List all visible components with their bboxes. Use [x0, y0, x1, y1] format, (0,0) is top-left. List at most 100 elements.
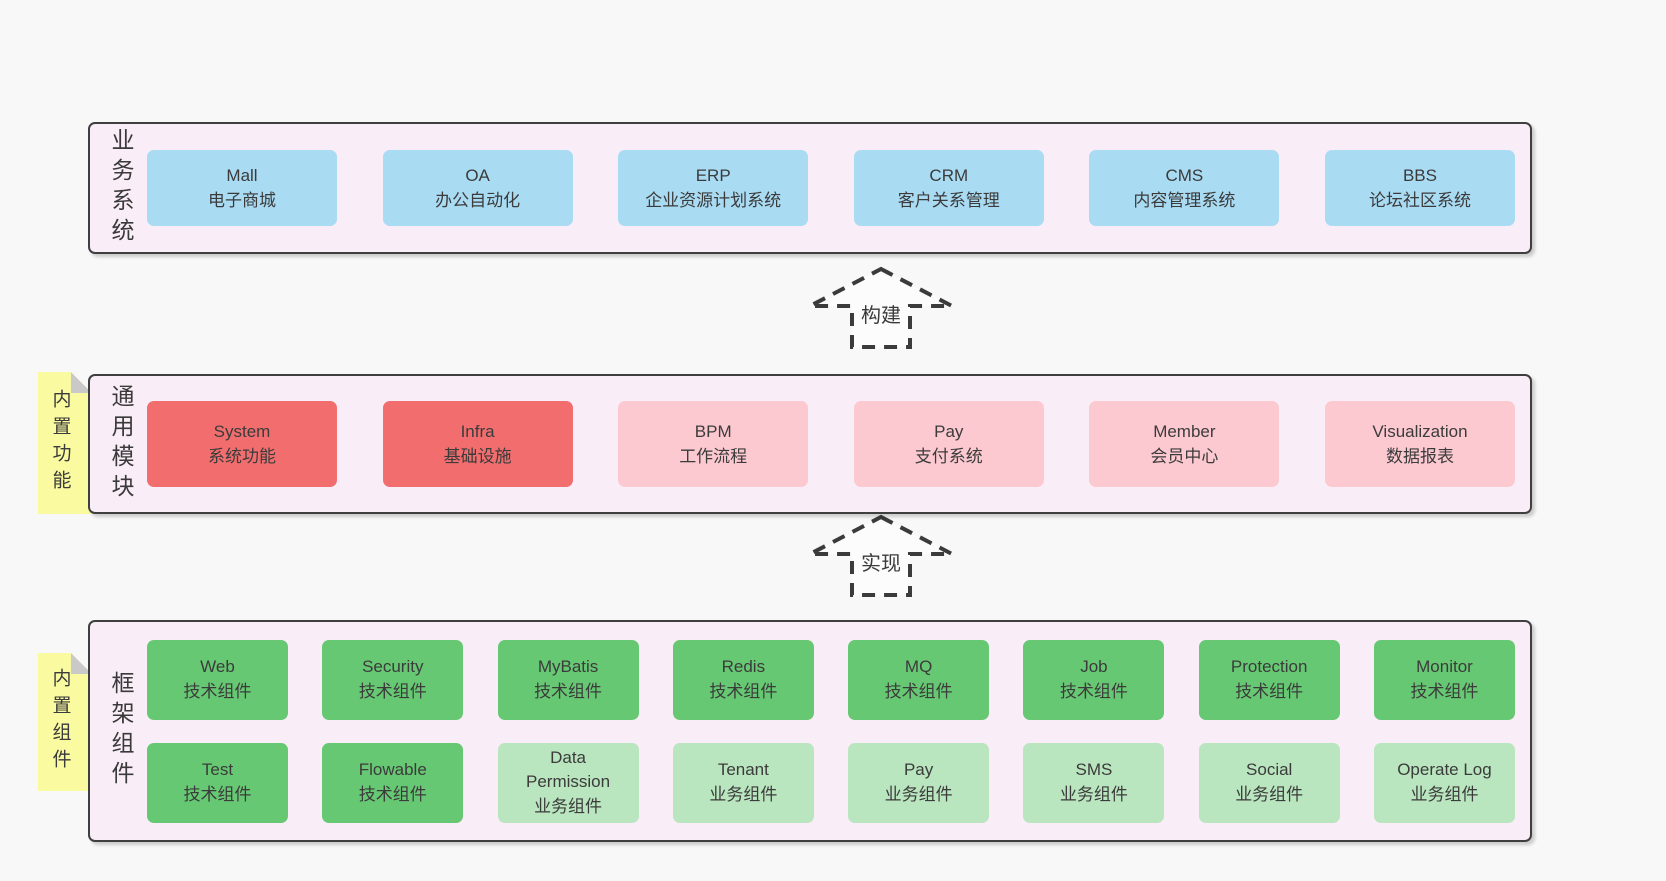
- box-desc: 工作流程: [679, 447, 748, 466]
- box-operate-log: Operate Log 业务组件: [1373, 742, 1515, 823]
- box-name: Flowable: [358, 760, 427, 780]
- box-desc: 业务组件: [534, 796, 603, 816]
- box-bpm: BPM 工作流程: [618, 401, 809, 487]
- box-member: Member 会员中心: [1089, 401, 1280, 487]
- box-desc: 技术组件: [183, 681, 252, 701]
- box-cms: CMS 内容管理系统: [1089, 150, 1280, 226]
- box-desc: 基础设施: [443, 447, 512, 466]
- box-sms: SMS 业务组件: [1023, 742, 1165, 823]
- sticky-note-built-in-components: 内置组件: [38, 653, 92, 791]
- module-row: System 系统功能 Infra 基础设施 BPM 工作流程 Pay 支付系统 Member 会…: [147, 401, 1515, 487]
- box-desc: 技术组件: [534, 681, 603, 701]
- box-name: Infra: [460, 421, 495, 441]
- box-desc: 企业资源计划系统: [645, 191, 782, 210]
- panel-label-framework-components: 框架组件: [108, 671, 134, 791]
- box-name: MQ: [904, 657, 933, 677]
- arrow-label: 实现: [861, 552, 901, 575]
- arrow-build: 构建: [806, 266, 956, 350]
- box-redis: Redis 技术组件: [672, 639, 814, 720]
- box-name: Security: [362, 657, 424, 677]
- block-arrow-up-icon: 构建: [809, 266, 953, 349]
- box-desc: 技术组件: [709, 681, 778, 701]
- arrow-implement: 实现: [806, 514, 956, 598]
- box-name: Mall: [226, 165, 258, 185]
- box-infra: Infra 基础设施: [382, 401, 573, 487]
- box-mall: Mall 电子商城: [147, 150, 337, 226]
- box-flowable: Flowable 技术组件: [322, 742, 464, 823]
- box-desc: 客户关系管理: [897, 191, 1000, 210]
- box-pay: Pay 业务组件: [848, 742, 990, 823]
- sticky-note-built-in-functions: 内置功能: [38, 372, 92, 514]
- box-name: Visualization: [1372, 421, 1468, 441]
- box-mybatis: MyBatis 技术组件: [497, 639, 639, 720]
- panel-label-business-systems: 业务系统: [108, 128, 134, 248]
- panel-common-modules: 通用模块 System 系统功能 Infra 基础设施 BPM 工作流程 Pay 支付系统 Me…: [88, 374, 1532, 514]
- box-job: Job 技术组件: [1023, 639, 1165, 720]
- box-name: BBS: [1402, 165, 1437, 185]
- box-desc: 业务组件: [1059, 784, 1128, 804]
- panel-rows-common-modules: System 系统功能 Infra 基础设施 BPM 工作流程 Pay 支付系统 Member 会…: [147, 376, 1515, 512]
- block-arrow-up-icon: 实现: [809, 514, 953, 597]
- box-desc: 技术组件: [358, 784, 427, 804]
- box-name: Web: [200, 657, 235, 677]
- box-bbs: BBS 论坛社区系统: [1324, 150, 1515, 226]
- sticky-note-label: 内置组件: [49, 668, 71, 776]
- box-name: Social: [1246, 760, 1293, 780]
- box-desc: 办公自动化: [435, 191, 521, 210]
- box-name: CMS: [1165, 165, 1204, 185]
- box-name: System: [213, 421, 271, 441]
- box-desc: 技术组件: [1059, 681, 1128, 701]
- box-name: Member: [1153, 421, 1216, 441]
- box-oa: OA 办公自动化: [382, 150, 573, 226]
- box-name: Redis: [721, 657, 766, 677]
- box-desc: 论坛社区系统: [1368, 191, 1471, 210]
- box-name: SMS: [1075, 760, 1113, 780]
- box-name: Pay: [903, 760, 934, 780]
- box-desc: 电子商城: [208, 191, 276, 210]
- box-mq: MQ 技术组件: [848, 639, 990, 720]
- box-desc: 支付系统: [914, 447, 983, 466]
- arrow-label: 构建: [861, 304, 901, 327]
- box-desc: 系统功能: [208, 447, 276, 466]
- box-web: Web 技术组件: [147, 639, 288, 720]
- box-desc: 业务组件: [1410, 784, 1479, 804]
- box-name: Protection: [1230, 657, 1308, 677]
- box-crm: CRM 客户关系管理: [853, 150, 1044, 226]
- box-visualization: Visualization 数据报表: [1324, 401, 1515, 487]
- box-name: Pay: [934, 421, 964, 441]
- box-erp: ERP 企业资源计划系统: [618, 150, 809, 226]
- box-desc: 技术组件: [358, 681, 427, 701]
- box-desc: 内容管理系统: [1133, 191, 1236, 210]
- box-name: ERP: [695, 165, 731, 185]
- panel-label-common-modules: 通用模块: [108, 384, 134, 504]
- box-desc: 业务组件: [1235, 784, 1304, 804]
- box-name: OA: [465, 165, 490, 185]
- box-desc: 技术组件: [884, 681, 953, 701]
- panel-business-systems: 业务系统 Mall 电子商城 OA 办公自动化 ERP 企业资源计划系统 CRM 客户关系管理…: [88, 122, 1532, 254]
- box-name: CRM: [929, 165, 969, 185]
- box-desc: 技术组件: [1410, 681, 1479, 701]
- box-security: Security 技术组件: [322, 639, 464, 720]
- box-name: BPM: [694, 421, 732, 441]
- box-name: Monitor: [1416, 657, 1473, 677]
- box-desc: 数据报表: [1385, 447, 1454, 466]
- box-name: Operate Log: [1397, 760, 1492, 780]
- box-desc: 业务组件: [884, 784, 953, 804]
- box-desc: 会员中心: [1150, 447, 1219, 466]
- module-row: Mall 电子商城 OA 办公自动化 ERP 企业资源计划系统 CRM 客户关系管理 CMS 内容…: [147, 150, 1515, 226]
- box-social: Social 业务组件: [1198, 742, 1340, 823]
- box-desc: 技术组件: [183, 784, 252, 804]
- box-name: MyBatis: [537, 657, 599, 677]
- box-name: Job: [1080, 657, 1108, 677]
- panel-rows-business-systems: Mall 电子商城 OA 办公自动化 ERP 企业资源计划系统 CRM 客户关系管理 CMS 内容…: [147, 124, 1515, 252]
- box-system: System 系统功能: [147, 401, 337, 487]
